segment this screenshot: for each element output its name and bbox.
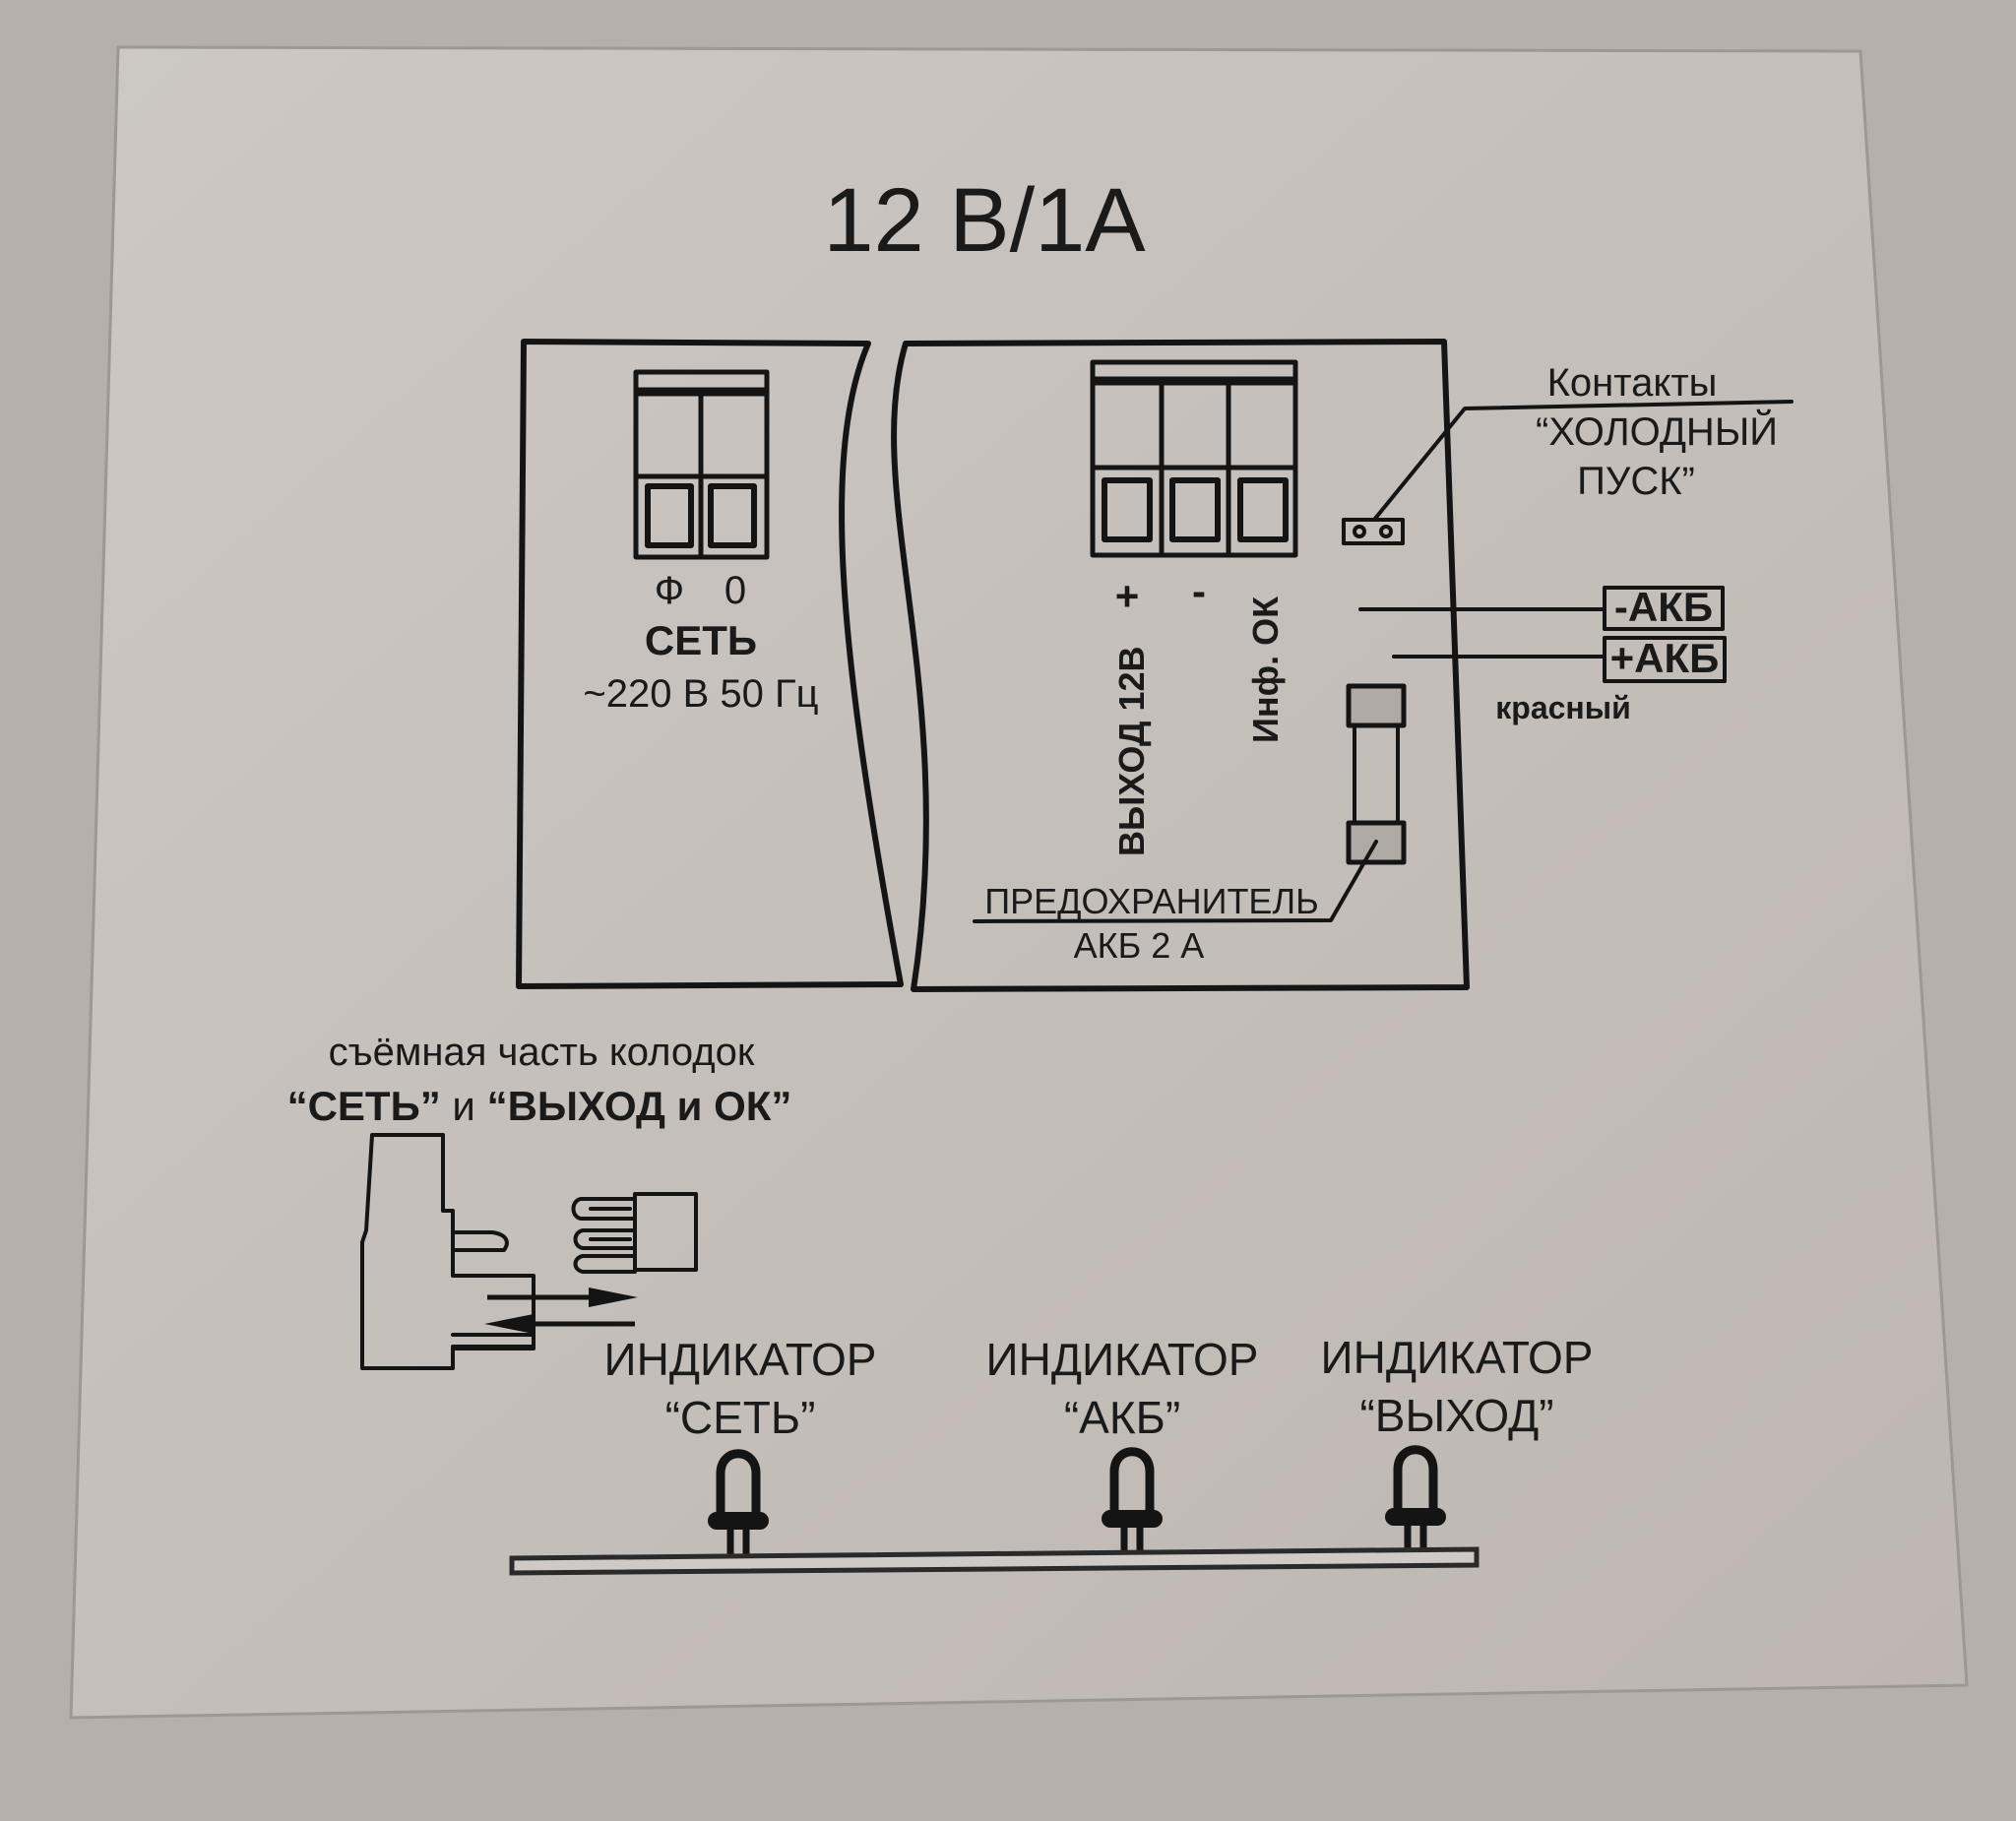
battery-positive-terminal: +АКБ	[1603, 635, 1727, 683]
mains-spec-label: ~220 В 50 Гц	[583, 672, 818, 716]
caption-conjunction: и	[441, 1083, 487, 1129]
output-block: + - ВЫХОД 12В Инф. ОК ПРЕДОХРАНИТЕЛЬ АКБ…	[891, 339, 1794, 992]
pcb-board-strip	[509, 1546, 1480, 1576]
output-voltage-label: ВЫХОД 12В	[1111, 646, 1152, 856]
connector-removable-part	[571, 1192, 698, 1274]
led-output-icon	[1393, 1445, 1438, 1519]
cold-start-label-line3: ПУСК”	[1577, 460, 1695, 503]
mains-block-outline	[516, 339, 904, 989]
output-plus-symbol: +	[1115, 573, 1140, 619]
indicator-label-mains: ИНДИКАТОР	[604, 1334, 877, 1385]
battery-negative-terminal: -АКБ	[1603, 584, 1725, 631]
led-mains	[708, 1449, 769, 1555]
battery-positive-label: +АКБ	[1610, 635, 1720, 681]
mains-terminal-block	[633, 369, 770, 560]
led-battery-icon	[1109, 1447, 1155, 1521]
indicator-label-output: ИНДИКАТОР	[1321, 1332, 1594, 1383]
output-block-outline	[891, 339, 1470, 992]
positive-wire-color-label: красный	[1495, 690, 1630, 725]
battery-negative-label: -АКБ	[1614, 584, 1713, 630]
terminal-label-phase: Ф	[655, 569, 684, 612]
led-battery	[1102, 1447, 1163, 1553]
arrow-left-head	[484, 1314, 534, 1334]
battery-wires	[1358, 607, 1606, 659]
fuse-label: ПРЕДОХРАНИТЕЛЬ	[984, 881, 1318, 921]
indicator-name-output: “ВЫХОД”	[1359, 1390, 1553, 1441]
info-ok-label: Инф. ОК	[1245, 596, 1286, 743]
fuse-rating: АКБ 2 А	[1074, 925, 1205, 966]
output-minus-symbol: -	[1192, 568, 1206, 614]
insert-remove-arrows	[484, 1287, 638, 1334]
paper-sheet	[69, 45, 1969, 1720]
indicator-name-battery: “АКБ”	[1064, 1392, 1180, 1443]
fuse-symbol	[973, 683, 1407, 923]
caption-mains-name: “СЕТЬ”	[287, 1083, 441, 1129]
led-output	[1385, 1445, 1446, 1551]
page-title: 12 В/1А	[823, 170, 1146, 271]
removable-caption-line1: съёмная часть колодок	[329, 1031, 755, 1074]
indicator-name-mains: “СЕТЬ”	[665, 1392, 816, 1443]
cold-start-label-line1: Контакты	[1547, 361, 1718, 405]
caption-output-name: “ВЫХОД и ОК”	[487, 1083, 792, 1129]
cold-start-jumper	[1342, 400, 1794, 545]
cold-start-label-line2: “ХОЛОДНЫЙ	[1536, 408, 1778, 454]
arrow-right-head	[589, 1287, 638, 1307]
removable-caption-line2: “СЕТЬ” и “ВЫХОД и ОК”	[287, 1083, 792, 1129]
indicator-row: ИНДИКАТОР “СЕТЬ” ИНДИКАТОР “АКБ” ИНДИКАТ…	[604, 1332, 1594, 1443]
led-mains-icon	[716, 1449, 761, 1523]
connector-illustration	[360, 1133, 698, 1370]
mains-block: Ф 0 СЕТЬ ~220 В 50 Гц	[516, 339, 904, 989]
indicator-label-battery: ИНДИКАТОР	[986, 1334, 1259, 1385]
output-terminal-block	[1090, 359, 1298, 558]
mains-name-label: СЕТЬ	[645, 617, 757, 663]
terminal-label-neutral: 0	[724, 569, 746, 612]
